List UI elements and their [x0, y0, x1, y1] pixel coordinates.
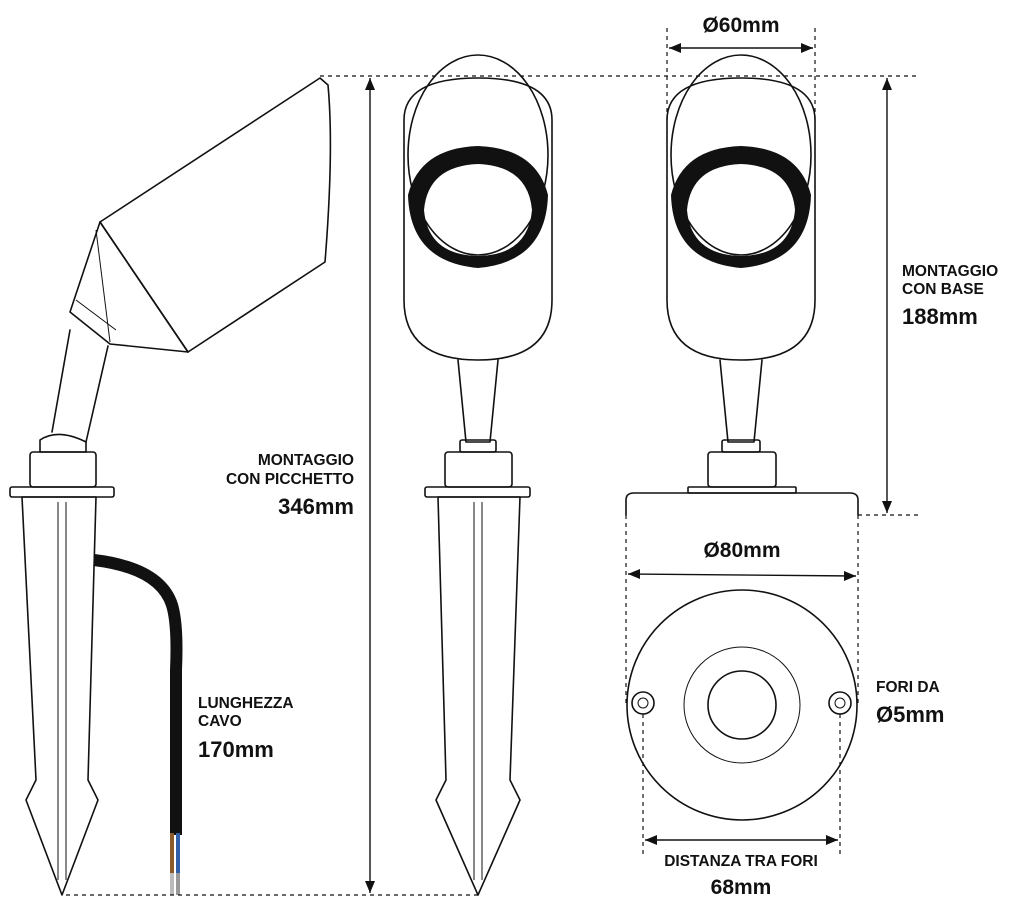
head-diameter-label: Ø60mm [702, 14, 779, 37]
front-view-base-light [625, 54, 859, 516]
spike-mount-label-line2: CON PICCHETTO [226, 471, 354, 488]
mounting-hole-left [631, 691, 655, 715]
spike-mount-value: 346mm [278, 494, 354, 519]
base-mount-label-line2: CON BASE [902, 281, 984, 298]
cable-length-value: 170mm [198, 737, 274, 762]
base-mount-value: 188mm [902, 304, 978, 329]
mounting-hole-right [828, 691, 852, 715]
base-diameter-label: Ø80mm [703, 539, 780, 562]
side-view-spike-light [9, 77, 332, 896]
cable [93, 554, 183, 835]
base-top-view [626, 589, 858, 821]
dimension-arrows [365, 43, 892, 893]
holes-value: Ø5mm [876, 702, 944, 727]
holes-label-line1: FORI DA [876, 679, 940, 696]
extension-lines [66, 28, 918, 896]
base-mount-label-line1: MONTAGGIO [902, 263, 998, 280]
cable-length-label-line2: CAVO [198, 713, 242, 730]
cable-length-label-line1: LUNGHEZZA [198, 695, 294, 712]
hole-distance-value: 68mm [711, 876, 772, 899]
spike-mount-label-line1: MONTAGGIO [258, 452, 354, 469]
front-view-spike-light [403, 54, 553, 896]
hole-distance-label: DISTANZA TRA FORI [664, 853, 818, 870]
